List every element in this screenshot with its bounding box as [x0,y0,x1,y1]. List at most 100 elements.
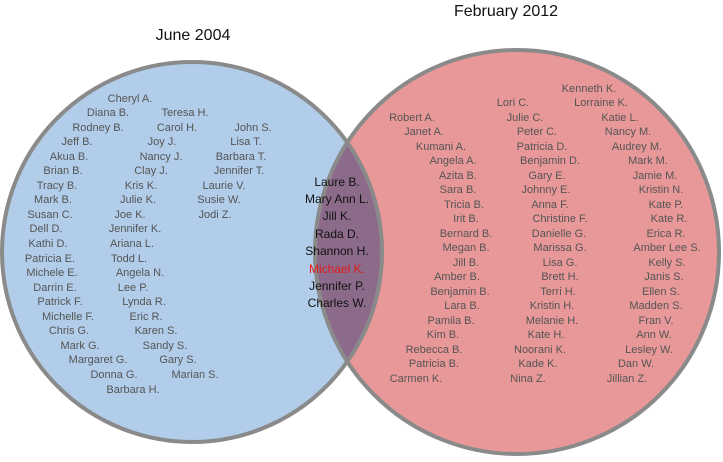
right-name: Kristin H. [530,300,575,312]
both-name: Laure B. [314,175,359,189]
right-name: Benjamin B. [430,286,489,298]
left-name: Carol H. [157,122,197,134]
both-name: Mary Ann L. [305,192,369,206]
left-name: Nancy J. [140,151,183,163]
left-name: Margaret G. [69,354,128,366]
left-name: Julie K. [120,194,156,206]
left-name: Eric R. [130,311,163,323]
left-name: Kris K. [125,180,157,192]
right-name: Dan W. [618,358,654,370]
left-name: Barbara H. [106,384,159,396]
right-name: Benjamin D. [520,155,580,167]
left-name: Mark G. [60,340,99,352]
both-names: Laure B. Mary Ann L. Jill K. Rada D. Shannon… [305,175,369,310]
right-name: Kim B. [427,329,459,341]
left-name: Tracy B. [37,180,78,192]
left-name: Rodney B. [72,122,123,134]
right-name: Azita B. [439,170,477,182]
left-name: Ariana L. [110,238,154,250]
left-name: Joe K. [114,209,145,221]
right-name: Kate R. [651,213,688,225]
both-name: Jill K. [323,209,352,223]
left-name: Laurie V. [202,180,245,192]
left-name: Gary S. [159,354,196,366]
left-name: Donna G. [90,369,137,381]
left-name: Jennifer K. [109,223,162,235]
right-name: Brett H. [541,271,578,283]
left-name: Angela N. [116,267,164,279]
left-name: Teresa H. [161,107,208,119]
right-name: Erica R. [646,228,685,240]
left-name: Brian B. [43,165,82,177]
left-name: Lynda R. [122,296,166,308]
june-2004-title: June 2004 [156,27,231,44]
june-2004-circle-outline [0,60,384,444]
left-name: Susan C. [27,209,72,221]
left-name: Dell D. [29,223,62,235]
both-name: Charles W. [308,296,367,310]
right-name: Lorraine K. [574,97,628,109]
left-name: Barbara T. [216,151,267,163]
left-name: Lisa T. [230,136,262,148]
left-name: Kathi D. [28,238,67,250]
february-2012-circle [315,50,719,454]
left-name: Patrick F. [37,296,82,308]
right-name: Bernard B. [440,228,493,240]
both-name: Jennifer P. [309,279,365,293]
left-name: Todd L. [111,253,147,265]
right-name: Sara B. [440,184,477,196]
right-name: Tricia B. [444,199,484,211]
both-name: Shannon H. [305,244,368,258]
left-name: Karen S. [135,325,178,337]
left-name: Darrin E. [33,282,76,294]
left-name: Clay J. [134,165,168,177]
left-name: Marian S. [171,369,218,381]
left-name: Lee P. [118,282,148,294]
left-name: Diana B. [87,107,129,119]
left-name: Michele E. [26,267,77,279]
left-name: Mark B. [34,194,72,206]
february-2012-names: Kenneth K. Lori C. Lorraine K. Robert A. Jul… [389,83,701,385]
right-name: Lara B. [444,300,479,312]
right-name: Kristin N. [639,184,684,196]
february-2012-circle-outline [313,48,721,456]
both-name-highlighted: Michael K. [309,262,365,276]
right-name: Danielle G. [532,228,586,240]
right-name: Patricia B. [409,358,459,370]
left-name: Sandy S. [143,340,188,352]
both-name: Rada D. [315,227,359,241]
left-name: Chris G. [49,325,89,337]
right-name: Lori C. [497,97,529,109]
right-name: Rebecca B. [406,344,463,356]
right-name: Gary E. [528,170,565,182]
left-name: Michelle F. [42,311,94,323]
right-name: Nancy M. [605,126,651,138]
right-name: Ann W. [636,329,671,341]
right-name: Ellen S. [642,286,680,298]
right-name: Kenneth K. [562,83,616,95]
right-name: Jill B. [453,257,479,269]
right-name: Kate P. [649,199,684,211]
right-name: Irit B. [453,213,479,225]
left-name: Akua B. [50,151,89,163]
right-name: Mark M. [628,155,668,167]
left-name: Jeff B. [62,136,93,148]
left-name: Jodi Z. [198,209,231,221]
right-name: Peter C. [517,126,557,138]
june-2004-circle [2,62,382,442]
left-name: Susie W. [197,194,240,206]
right-name: Janet A. [404,126,444,138]
right-name: Robert A. [389,112,435,124]
right-name: Audrey M. [612,141,662,153]
right-name: Anna F. [531,199,568,211]
left-name: Joy J. [148,136,177,148]
right-name: Carmen K. [390,373,443,385]
right-name: Amber Lee S. [633,242,700,254]
left-name: John S. [234,122,271,134]
right-name: Julie C. [507,112,544,124]
right-name: Jillian Z. [607,373,647,385]
right-name: Kade K. [518,358,557,370]
right-name: Noorani K. [514,344,566,356]
right-name: Patricia D. [517,141,568,153]
